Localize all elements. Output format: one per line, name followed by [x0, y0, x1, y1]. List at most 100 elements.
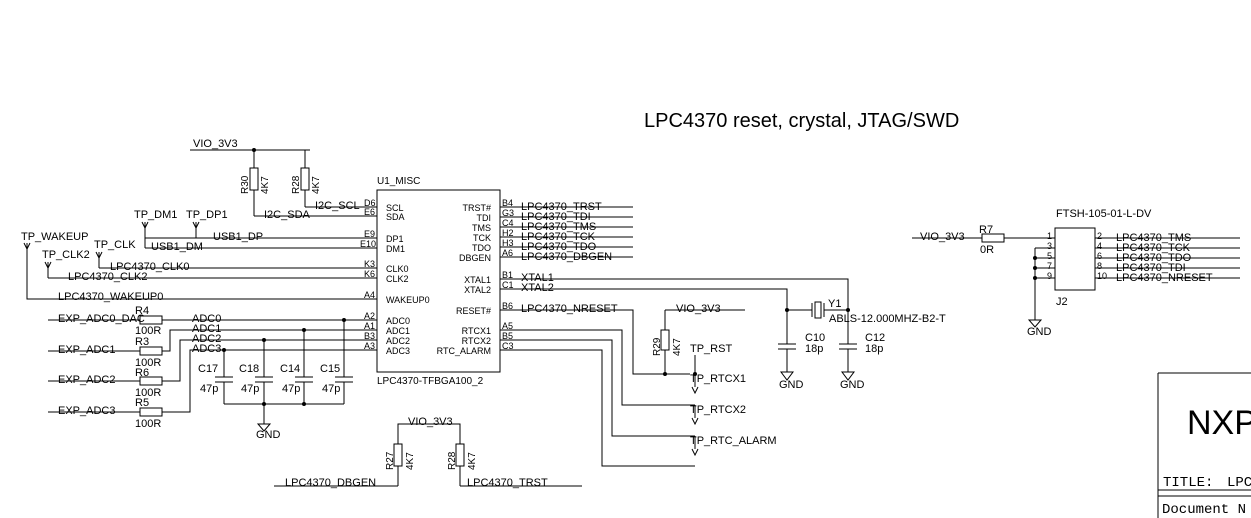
r28b-value: 4K7: [467, 452, 478, 470]
net-label: LPC4370_TCK: [521, 231, 596, 243]
gnd-label: GND: [840, 379, 865, 391]
net-label: EXP_ADC3: [58, 405, 115, 417]
r29-ref: R29: [652, 337, 663, 356]
test-point-icon: [691, 448, 699, 457]
u1-pin-num: A6: [502, 248, 513, 258]
u1-pin-num: D6: [364, 198, 376, 208]
u1-pin-name: XTAL2: [464, 285, 491, 295]
u1-pin-name: ADC1: [386, 326, 410, 336]
u1-pin-name: RTCX2: [462, 336, 491, 346]
y1-part: ABLS-12.000MHZ-B2-T: [829, 313, 946, 325]
u1-pin-name: TDO: [472, 243, 491, 253]
tp-clk: TP_CLK: [94, 239, 136, 251]
r4-value: 100R: [135, 325, 161, 337]
gnd-label: GND: [779, 379, 804, 391]
test-point-icon: [192, 221, 200, 230]
vio-label: VIO_3V3: [676, 303, 721, 315]
r5-value: 100R: [135, 418, 161, 430]
r28a-value: 4K7: [311, 176, 322, 194]
net-label: LPC4370_NRESET: [521, 303, 618, 315]
tp-dm1: TP_DM1: [134, 209, 177, 221]
r28a-ref: R28: [291, 175, 302, 194]
u1-pin-num: C4: [502, 218, 514, 228]
r5-ref: R5: [135, 397, 149, 409]
c17-ref: C17: [198, 363, 218, 375]
j2-pin-num: 9: [1047, 271, 1052, 281]
u1-pin-num: A5: [502, 321, 513, 331]
r6-ref: R6: [135, 367, 149, 379]
net-label: XTAL2: [521, 282, 554, 294]
net-label: LPC4370_TMS: [521, 221, 596, 233]
j2-part: FTSH-105-01-L-DV: [1056, 208, 1152, 220]
net-label: I2C_SDA: [264, 209, 311, 221]
tp-dp1: TP_DP1: [186, 209, 228, 221]
u1-pin-name: DP1: [386, 234, 404, 244]
net-label: LPC4370_TDO: [521, 241, 597, 253]
r3-ref: R3: [135, 336, 149, 348]
u1-pin-name: CLK2: [386, 274, 409, 284]
u1-pin-num: B5: [502, 331, 513, 341]
adc-section: EXP_ADC0_DAC R4 100R ADC0 EXP_ADC1 R3 10…: [48, 305, 362, 441]
c15-value: 47p: [322, 383, 340, 395]
u1-pin-name: TCK: [473, 233, 491, 243]
u1-pin-num: H3: [502, 238, 514, 248]
u1-pin-name: ADC3: [386, 346, 410, 356]
test-point-icon: [691, 386, 699, 395]
c18-value: 47p: [241, 383, 259, 395]
u1-pin-name: DM1: [386, 244, 405, 254]
title-label: TITLE:: [1163, 475, 1213, 491]
u1-pin-num: A1: [364, 321, 375, 331]
c12-ref: C12: [865, 332, 885, 344]
u1-pin-name: TRST#: [462, 203, 491, 213]
r6-value: 100R: [135, 387, 161, 399]
net-label: ADC2: [192, 333, 221, 345]
net-label: ADC3: [192, 343, 221, 355]
u1-pin-num: B4: [502, 198, 513, 208]
u1-pin-num: H2: [502, 228, 514, 238]
r3-value: 100R: [135, 357, 161, 369]
r27-ref: R27: [385, 451, 396, 470]
r28b-ref: R28: [447, 451, 458, 470]
r27-value: 4K7: [405, 452, 416, 470]
u1-pin-num: E6: [364, 207, 375, 217]
net-label: LPC4370_TCK: [1116, 242, 1191, 254]
r30-ref: R30: [240, 175, 251, 194]
net-label: EXP_ADC2: [58, 374, 115, 386]
test-point-icon: [691, 417, 699, 426]
u1-ref: U1_MISC: [377, 176, 420, 187]
net-label: EXP_ADC0_DAC: [58, 313, 145, 325]
net-label: USB1_DM: [151, 241, 203, 253]
dbgen-trst-pullups: VIO_3V3 R27 4K7 R28 4K7 LPC4370_DBGEN LP…: [274, 416, 582, 489]
j2-pin-num: 1: [1047, 231, 1052, 241]
u1-pin-name: TDI: [477, 213, 492, 223]
u1-pin-name: ADC0: [386, 316, 410, 326]
net-label: LPC4370_CLK2: [68, 271, 148, 283]
gnd-label: GND: [256, 429, 281, 441]
c15-ref: C15: [320, 363, 340, 375]
net-label: LPC4370_TDO: [1116, 252, 1192, 264]
usb-clk-wakeup-nets: TP_DP1 USB1_DP TP_DM1 USB1_DM TP_CLK LPC…: [21, 209, 362, 303]
r7-ref: R7: [979, 224, 993, 236]
u1-pin-name: SDA: [386, 212, 405, 222]
u1-pin-name: RTC_ALARM: [437, 346, 491, 356]
u1-pin-name: WAKEUP0: [386, 295, 430, 305]
r30-value: 4K7: [260, 176, 271, 194]
u1-pin-num: A4: [364, 290, 375, 300]
j2-pin-num: 2: [1097, 231, 1102, 241]
j2-pin-num: 5: [1047, 251, 1052, 261]
tp-clk2: TP_CLK2: [42, 249, 90, 261]
c10-value: 18p: [805, 343, 823, 355]
vio-label: VIO_3V3: [408, 416, 453, 428]
test-point-icon: [95, 251, 103, 260]
u1-pin-num: B3: [364, 331, 375, 341]
u1-pin-num: K6: [364, 269, 375, 279]
tp-rst: TP_RST: [690, 343, 732, 355]
net-label: LPC4370_TRST: [467, 477, 548, 489]
u1-pin-name: RESET#: [456, 306, 491, 316]
r7-value: 0R: [980, 244, 994, 256]
test-point-icon: [23, 242, 31, 251]
gnd-label: GND: [1027, 326, 1052, 338]
jtag-nets: LPC4370_TRST LPC4370_TDI LPC4370_TMS LPC…: [515, 201, 633, 263]
c14-value: 47p: [282, 383, 300, 395]
u1-pin-num: G3: [502, 208, 514, 218]
